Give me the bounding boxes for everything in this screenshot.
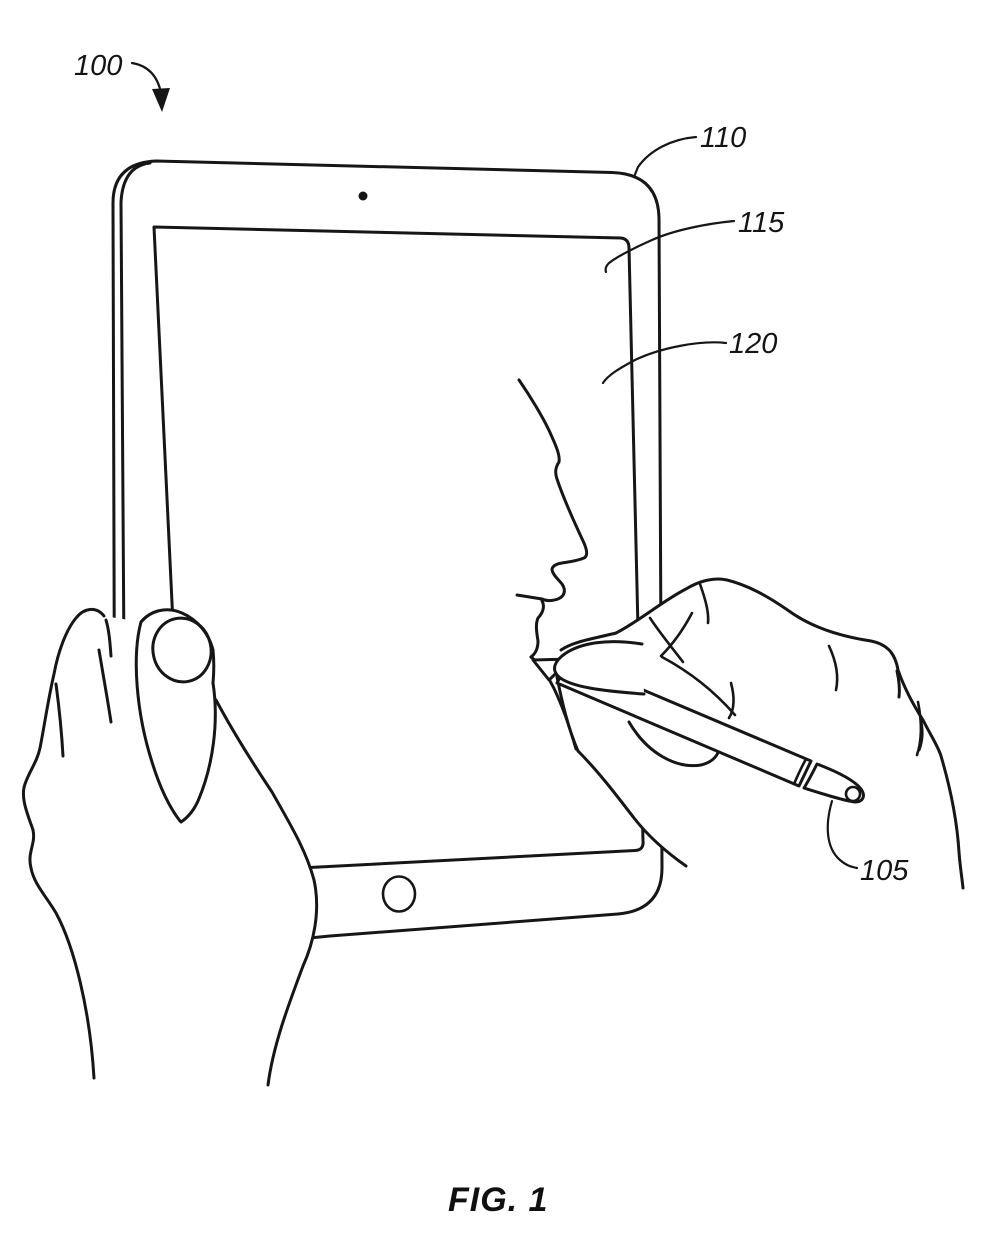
- stylus-ferrule-line-1: [792, 757, 808, 786]
- middle-finger-top-edge: [660, 655, 737, 717]
- tablet-screen-outline: [152, 225, 645, 876]
- left-hand: [21, 608, 319, 1087]
- tablet-left-edge-line: [119, 161, 152, 660]
- leader-line-110: [632, 135, 698, 179]
- stylus-cap-button: [844, 785, 862, 803]
- curled-finger-arc: [627, 720, 721, 768]
- leader-line-100: [130, 61, 163, 95]
- right-hand-bottom-contour: [576, 749, 688, 868]
- knuckle-separation-line: [698, 582, 710, 625]
- reference-annotations: [130, 61, 859, 870]
- left-hand-right-contour: [214, 698, 319, 1087]
- left-thumb-nail: [151, 616, 213, 684]
- leader-line-120: [601, 341, 728, 385]
- home-button: [381, 875, 417, 913]
- left-finger-crease-1: [54, 682, 65, 758]
- fingertip-outline: [553, 640, 646, 696]
- left-index-finger-edge: [104, 618, 113, 658]
- face-profile-line: [517, 378, 589, 602]
- ref-label-105: 105: [860, 855, 909, 887]
- fingertip-fill: [554, 641, 644, 694]
- right-knuckle-crease: [827, 644, 839, 692]
- ref-label-115: 115: [738, 207, 785, 239]
- arrowhead-100: [152, 88, 170, 112]
- index-finger-back-edge: [659, 611, 694, 658]
- tablet-device: [111, 159, 664, 952]
- right-index-fingertip: [553, 640, 646, 696]
- front-camera-dot: [358, 191, 368, 201]
- left-hand-outer-contour: [21, 608, 106, 1080]
- ref-label-120: 120: [729, 328, 777, 360]
- ref-label-100: 100: [74, 50, 122, 82]
- chin-line: [529, 599, 545, 659]
- right-hand: [552, 577, 965, 890]
- curled-finger-crease: [727, 681, 735, 720]
- left-hand-fill: [23, 609, 317, 1085]
- left-thumb-left-edge: [134, 620, 182, 823]
- mouth-line: [515, 593, 544, 601]
- right-hand-fill: [552, 579, 963, 890]
- leader-line-105: [826, 799, 859, 870]
- right-hand-top-contour: [559, 577, 925, 722]
- right-knuckle-notch-1: [895, 669, 901, 699]
- right-hand-wrist-contour: [921, 718, 965, 890]
- ref-label-110: 110: [700, 122, 746, 154]
- leader-line-115: [604, 219, 736, 274]
- left-thumb-right-edge: [179, 681, 217, 824]
- index-middle-web-line: [648, 616, 685, 664]
- right-wrist-crease: [915, 700, 923, 757]
- left-finger-crease-2: [97, 648, 113, 724]
- figure-caption: FIG. 1: [448, 1181, 548, 1219]
